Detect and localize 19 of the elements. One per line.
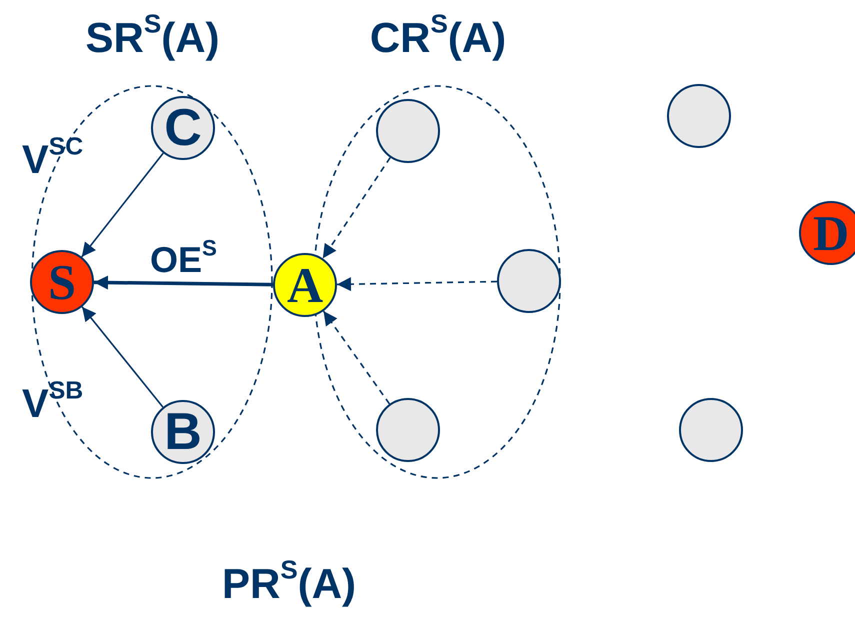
arrow: [81, 152, 164, 258]
math-label: PR$^{S}$(A): [222, 560, 356, 608]
math-label: V$^{SC}$: [22, 138, 84, 183]
node-circle: A: [273, 253, 337, 317]
node-circle: C: [151, 96, 215, 160]
math-label: V$^{SB}$: [22, 382, 84, 427]
arrow: [94, 276, 274, 290]
arrow: [322, 310, 390, 404]
arrow: [336, 277, 498, 292]
node-circle: B: [151, 400, 215, 464]
node-circle: S: [30, 250, 94, 314]
arrow: [81, 306, 164, 408]
set-heading: SR$^{S}$(A): [84, 14, 221, 62]
empty-circle: [376, 99, 440, 163]
arrow: [322, 157, 391, 259]
node-circle: D: [799, 201, 855, 265]
empty-circle: [376, 398, 440, 462]
empty-circle: [497, 249, 561, 313]
set-heading: CR$^{S}$(A): [368, 14, 508, 62]
